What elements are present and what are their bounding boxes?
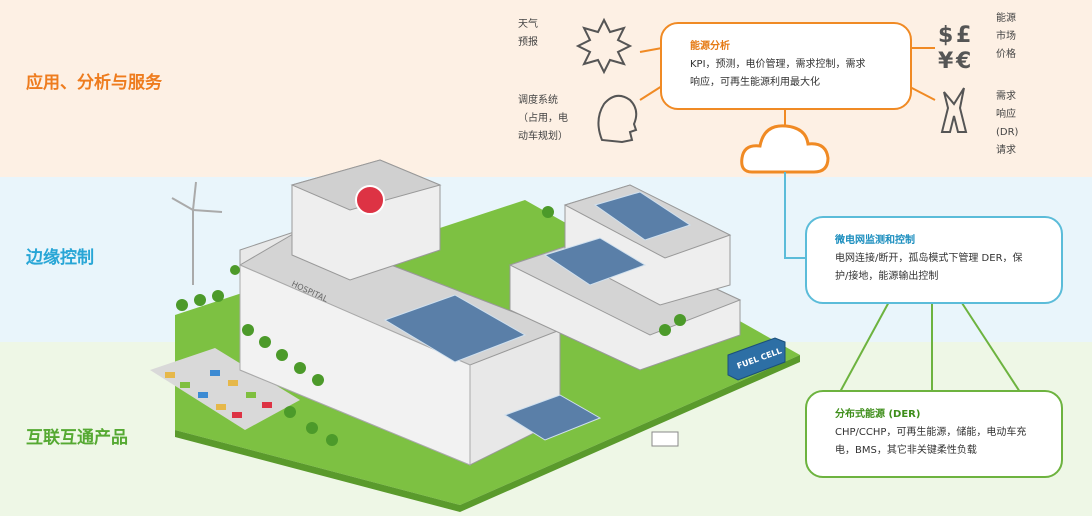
solar-panels [383,191,692,441]
der-box: 分布式能源 (DER) CHP/CCHP，可再生能源，储能，电动车充 电，BMS… [805,390,1063,478]
svg-text:¥: ¥ [938,49,954,74]
microgrid-line1: 电网连接/断开，孤岛模式下管理 DER，保 [835,253,1023,264]
microgrid-title: 微电网监测和控制 [835,235,915,246]
energy-analysis-line2: 响应，可再生能源利用最大化 [690,77,820,88]
weather-label: 天气 预报 [518,19,538,48]
energy-analysis-title: 能源分析 [690,41,730,52]
parked-cars [165,370,272,418]
microgrid-box: 微电网监测和控制 电网连接/断开，孤岛模式下管理 DER，保 护/接地，能源输出… [805,216,1063,304]
sun-icon [575,17,633,75]
der-title: 分布式能源 (DER) [835,409,921,420]
cloud-icon [740,124,830,174]
svg-text:£: £ [956,23,971,48]
head-icon [597,94,638,144]
energy-analysis-line1: KPI，预测，电价管理，需求控制，需求 [690,59,866,70]
trees [176,206,686,446]
layer-label-connected-products: 互联互通产品 [26,428,128,448]
dr-request-label: 需求 响应 (DR) 请求 [996,91,1019,156]
main-building [238,159,562,466]
demand-response-icon [940,87,968,133]
svg-text:$: $ [938,23,953,48]
market-price-label: 能源 市场 价格 [996,13,1016,60]
der-line2: 电，BMS，其它非关键柔性负载 [835,445,977,456]
fuel-cell-unit [727,337,786,381]
parking-lot [150,348,300,430]
blue-connectors [784,172,805,259]
layer-label-edge-control: 边缘控制 [26,248,94,268]
currency-icon: $ £ ¥ € [938,23,971,74]
wind-turbine-icon [171,181,223,285]
energy-analysis-box: 能源分析 KPI，预测，电价管理，需求控制，需求 响应，可再生能源利用最大化 [660,22,912,110]
ambulance-icon [651,431,679,447]
layer-label-applications: 应用、分析与服务 [26,73,162,93]
svg-text:€: € [955,49,971,74]
dispatch-label: 调度系统 （占用，电 动车规划） [518,95,568,142]
green-connectors [839,299,1021,393]
der-line1: CHP/CCHP，可再生能源，储能，电动车充 [835,427,1027,438]
microgrid-line2: 护/接地，能源输出控制 [835,271,939,282]
